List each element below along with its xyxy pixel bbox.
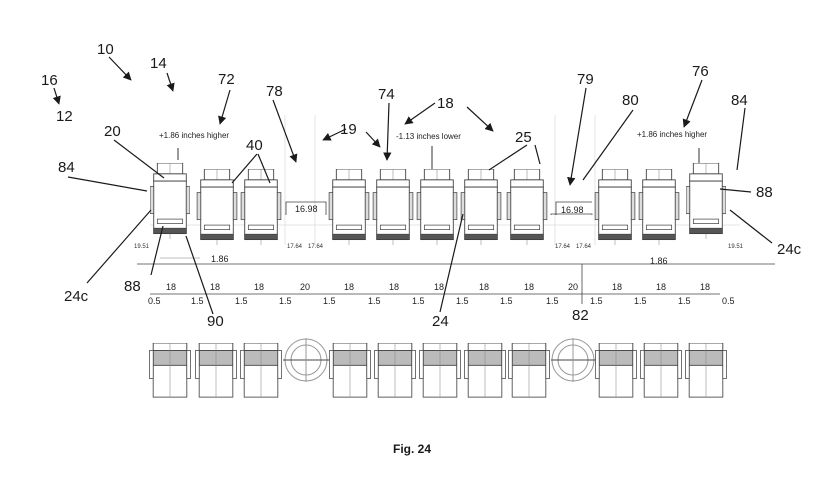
seat-end-left: [150, 163, 190, 239]
seat-end-right: [686, 163, 726, 239]
plan-seat: [194, 343, 238, 398]
plan-seat: [684, 343, 728, 398]
seat-width-label: 18: [434, 282, 444, 292]
ref-24: 24: [432, 313, 449, 330]
ref-78: 78: [266, 83, 283, 100]
seat-width-label: 18: [656, 282, 666, 292]
ref-12: 12: [56, 108, 73, 125]
seat: [460, 169, 502, 245]
seat: [240, 169, 282, 245]
seat-width-label: 18: [210, 282, 220, 292]
armrest-width-label: 1.5: [634, 296, 647, 306]
dim-end-right: 19.51: [728, 244, 744, 250]
ref-24c-right: 24c: [777, 241, 802, 258]
seat: [506, 169, 548, 245]
seat-width-label: 20: [568, 282, 578, 292]
ref-82: 82: [572, 307, 589, 324]
annotation-left-higher: +1.86 inches higher: [159, 131, 229, 140]
plan-seat: [463, 343, 507, 398]
plan-seat: [418, 343, 462, 398]
ref-14: 14: [150, 55, 167, 72]
plan-seat: [239, 343, 283, 398]
seat-width-label: 18: [479, 282, 489, 292]
plan-seat: [328, 343, 372, 398]
armrest-width-label: 1.5: [191, 296, 204, 306]
ref-20: 20: [104, 123, 121, 140]
seat: [328, 169, 370, 245]
seat-width-label: 20: [300, 282, 310, 292]
seat: [594, 169, 636, 245]
ref-80: 80: [622, 92, 639, 109]
dim-offset-left: 1.86: [211, 254, 229, 264]
plan-seat: [507, 343, 551, 398]
ref-19: 19: [340, 121, 357, 138]
leader-arrows: [52, 56, 773, 315]
seat: [372, 169, 414, 245]
dim-offset-right: 1.86: [650, 256, 668, 266]
seat-width-label: 18: [700, 282, 710, 292]
ref-90: 90: [207, 313, 224, 330]
ref-72: 72: [218, 71, 235, 88]
seat-width-label: 18: [166, 282, 176, 292]
armrest-width-label: 1.5: [678, 296, 691, 306]
dim-gap-left: 16.98: [295, 204, 318, 214]
armrest-width-label: 1.5: [368, 296, 381, 306]
armrest-width-label: 1.5: [279, 296, 292, 306]
armrest-width-label: 1.5: [590, 296, 603, 306]
seat: [638, 169, 680, 245]
ref-25: 25: [515, 129, 532, 146]
seat-row-elevation: [150, 163, 726, 245]
height-annotations: +1.86 inches higher -1.13 inches lower +…: [159, 130, 707, 169]
seat-width-label: 18: [344, 282, 354, 292]
annotation-center-lower: -1.13 inches lower: [396, 132, 461, 141]
armrest-width-label: 0.5: [722, 296, 735, 306]
ref-18: 18: [437, 95, 454, 112]
armrest-width-label: 1.5: [235, 296, 248, 306]
aisle-gaps: [285, 201, 593, 215]
aisle-table-left: [283, 338, 330, 382]
armrest-width-label: 1.5: [500, 296, 513, 306]
seat-width-label: 18: [612, 282, 622, 292]
armrest-width-label: 1.5: [323, 296, 336, 306]
dimension-labels: 16.98 16.98 19.51 19.51 17.64 17.64 17.6…: [134, 204, 744, 266]
armrest-width-labels: 0.5 1.5 1.5 1.5 1.5 1.5 1.5 1.5 1.5 1.5 1.5 1.5 1.5 0…: [148, 296, 735, 306]
seat-width-label: 18: [254, 282, 264, 292]
seat: [196, 169, 238, 245]
dim-aisle: 17.64: [555, 244, 571, 250]
ref-16: 16: [41, 72, 58, 89]
plan-seat: [594, 343, 638, 398]
seat-width-labels: 18 18 18 20 18 18 18 18 18 20 18 18 18: [166, 282, 710, 292]
ref-84-left: 84: [58, 159, 75, 176]
ref-10: 10: [97, 41, 114, 58]
dim-end-left: 19.51: [134, 244, 150, 250]
ref-88-left: 88: [124, 278, 141, 295]
ref-24c-left: 24c: [64, 288, 89, 305]
seat: [416, 169, 458, 245]
armrest-width-label: 1.5: [456, 296, 469, 306]
armrest-width-label: 1.5: [412, 296, 425, 306]
annotation-right-higher: +1.86 inches higher: [637, 130, 707, 139]
aisle-table-right: [551, 338, 596, 382]
ref-74: 74: [378, 86, 395, 103]
seat-width-label: 18: [524, 282, 534, 292]
figure-caption: Fig. 24: [392, 442, 431, 456]
plan-seat: [639, 343, 683, 398]
dim-aisle: 17.64: [308, 244, 324, 250]
armrest-width-label: 0.5: [148, 296, 161, 306]
dim-gap-right: 16.98: [561, 205, 584, 215]
ref-79: 79: [577, 71, 594, 88]
dim-aisle: 17.64: [576, 244, 592, 250]
plan-seat: [148, 343, 192, 398]
reference-numerals: 10 14 16 12 72 78 20 40 84 19 74 18 25 7…: [41, 41, 802, 330]
ref-88-right: 88: [756, 184, 773, 201]
ref-40: 40: [246, 137, 263, 154]
seat-width-label: 18: [389, 282, 399, 292]
ref-84-right: 84: [731, 92, 748, 109]
ref-76: 76: [692, 63, 709, 80]
dim-aisle: 17.64: [287, 244, 303, 250]
armrest-width-label: 1.5: [546, 296, 559, 306]
seat-row-plan-view: [148, 338, 728, 398]
plan-seat: [373, 343, 417, 398]
